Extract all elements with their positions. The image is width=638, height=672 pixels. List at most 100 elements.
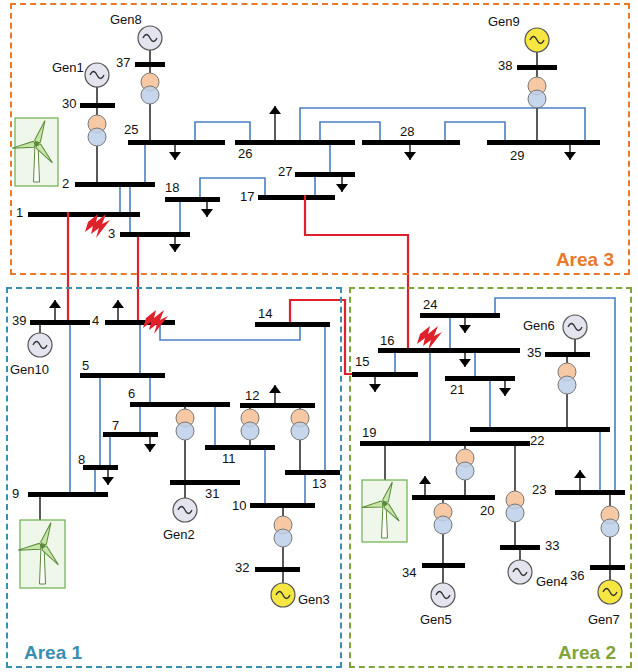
tie-line [137, 237, 139, 320]
bus-bar [412, 495, 495, 500]
bus-bar [378, 348, 520, 353]
line [96, 87, 97, 115]
bus-number: 2 [62, 176, 69, 191]
line [384, 441, 385, 480]
bus-bar [285, 470, 340, 475]
load-arrow [102, 477, 114, 485]
fault-symbol [85, 214, 110, 238]
bus-number: 37 [116, 55, 130, 70]
turbine-blade [382, 481, 395, 505]
bus-number: 21 [450, 382, 464, 397]
transformer-winding [528, 90, 546, 108]
line [149, 50, 150, 73]
sine-mark [513, 569, 527, 576]
line [574, 339, 575, 352]
bus-bar [258, 195, 335, 200]
load-arrow [419, 476, 431, 484]
bus-number: 34 [402, 565, 416, 580]
load-arrow [49, 300, 61, 308]
line [599, 427, 601, 490]
turbine-blade [18, 543, 43, 553]
generator-symbol [431, 583, 455, 607]
bus-number: 13 [312, 476, 326, 491]
generator-label: Gen1 [52, 60, 84, 75]
bus-bar [500, 545, 540, 550]
line [249, 440, 250, 445]
line [282, 547, 283, 567]
bus-number: 12 [245, 388, 259, 403]
transformer-winding [434, 516, 452, 534]
generator-label: Gen3 [298, 592, 330, 607]
wind-farm-box [15, 118, 58, 186]
bus-number: 35 [527, 345, 541, 360]
line [449, 313, 451, 348]
bus-number: 36 [570, 568, 584, 583]
bus-number: 25 [124, 122, 138, 137]
bus-bar [255, 322, 330, 327]
line [195, 122, 250, 140]
line [300, 108, 585, 140]
bus-bar [250, 503, 315, 508]
load-arrow [404, 152, 416, 160]
load-arrow [201, 209, 213, 217]
sine-mark [568, 324, 582, 331]
generator-label: Gen9 [488, 14, 520, 29]
line [214, 402, 216, 445]
bus-bar [487, 140, 600, 145]
bus-number: 10 [232, 498, 246, 513]
bus-number: 29 [510, 148, 524, 163]
bus-number: 30 [62, 96, 76, 111]
turbine-blade [34, 120, 48, 145]
load-arrow [169, 152, 181, 160]
bus-bar [362, 140, 460, 145]
bus-number: 28 [400, 124, 414, 139]
line [149, 104, 150, 140]
bus-bar [360, 441, 530, 446]
bus-bar [470, 427, 610, 432]
area-region: Area 1 [6, 287, 342, 668]
bus-number: 26 [238, 146, 252, 161]
bus-bar [352, 372, 418, 377]
transformer-winding [241, 422, 259, 440]
transformer-winding [506, 504, 524, 522]
bus-bar [165, 197, 220, 202]
bus-bar [80, 373, 165, 378]
bus-bar [545, 352, 590, 357]
sine-mark [276, 592, 290, 599]
sine-mark [33, 342, 47, 349]
generator-label: Gen4 [536, 574, 568, 589]
sine-mark [436, 592, 450, 599]
generator-symbol [525, 28, 549, 52]
bus-number: 11 [222, 451, 236, 466]
bus-bar [255, 567, 300, 572]
line [200, 178, 265, 197]
line [324, 322, 326, 470]
bus-bar [75, 182, 155, 187]
bus-bar [28, 212, 140, 217]
line [536, 52, 537, 77]
bus-number: 18 [165, 180, 179, 195]
bus-bar [135, 62, 165, 67]
generator-label: Gen5 [420, 612, 452, 627]
transformer-winding [601, 519, 619, 537]
generator-symbol [28, 333, 52, 357]
transformer-winding [291, 422, 309, 440]
bus-bar [28, 492, 108, 497]
tie-line [290, 300, 352, 374]
wind-farm-box [20, 520, 65, 588]
load-arrow [336, 184, 348, 192]
line [514, 522, 515, 545]
generator-label: Gen6 [523, 318, 555, 333]
bus-number: 17 [240, 189, 254, 204]
line [442, 534, 443, 563]
wind-farm-box [362, 480, 407, 542]
generator-symbol [85, 63, 109, 87]
bus-number: 24 [423, 297, 437, 312]
bus-number: 5 [82, 358, 89, 373]
bus-number: 3 [108, 226, 115, 241]
bus-number: 8 [78, 452, 85, 467]
turbine-blade [361, 501, 385, 511]
bus-bar [83, 465, 118, 470]
bus-bar [420, 313, 500, 318]
